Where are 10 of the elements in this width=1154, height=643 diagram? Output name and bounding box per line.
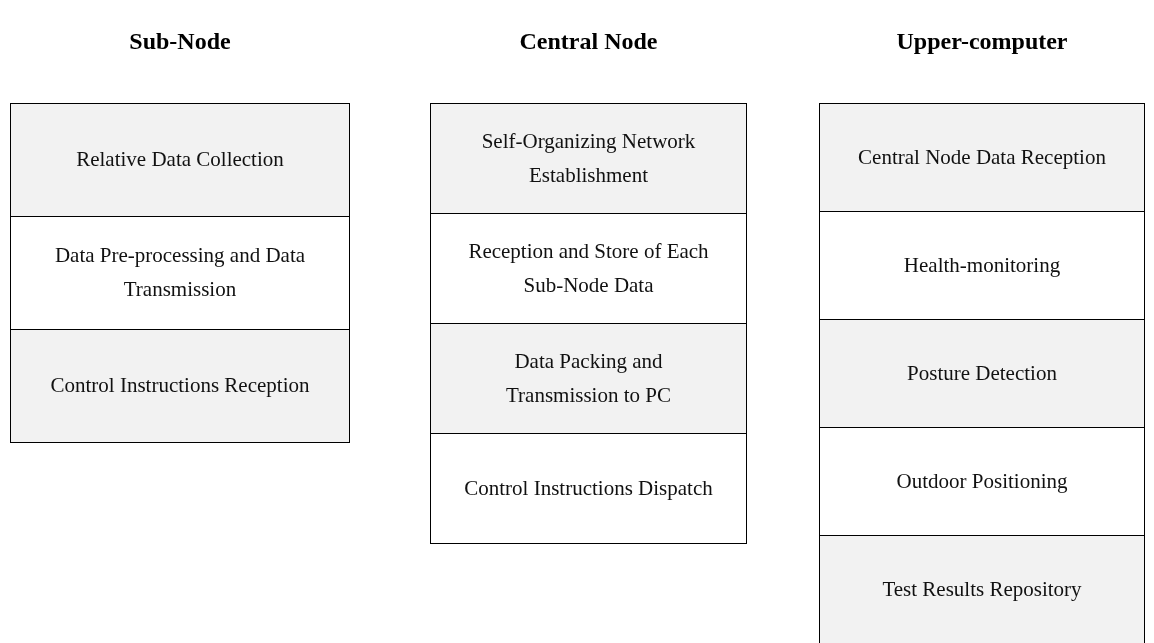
process-box: Control Instructions Reception bbox=[11, 330, 349, 443]
column-heading: Upper-computer bbox=[895, 28, 1069, 55]
process-box: Self-Organizing Network Establishment bbox=[431, 104, 746, 214]
column-heading: Central Node bbox=[518, 28, 659, 55]
process-box: Data Packing and Transmission to PC bbox=[431, 324, 746, 434]
process-box: Central Node Data Reception bbox=[820, 104, 1144, 212]
process-box: Test Results Repository bbox=[820, 536, 1144, 643]
process-box: Posture Detection bbox=[820, 320, 1144, 428]
process-box: Relative Data Collection bbox=[11, 104, 349, 217]
column-heading: Sub-Node bbox=[128, 28, 232, 55]
